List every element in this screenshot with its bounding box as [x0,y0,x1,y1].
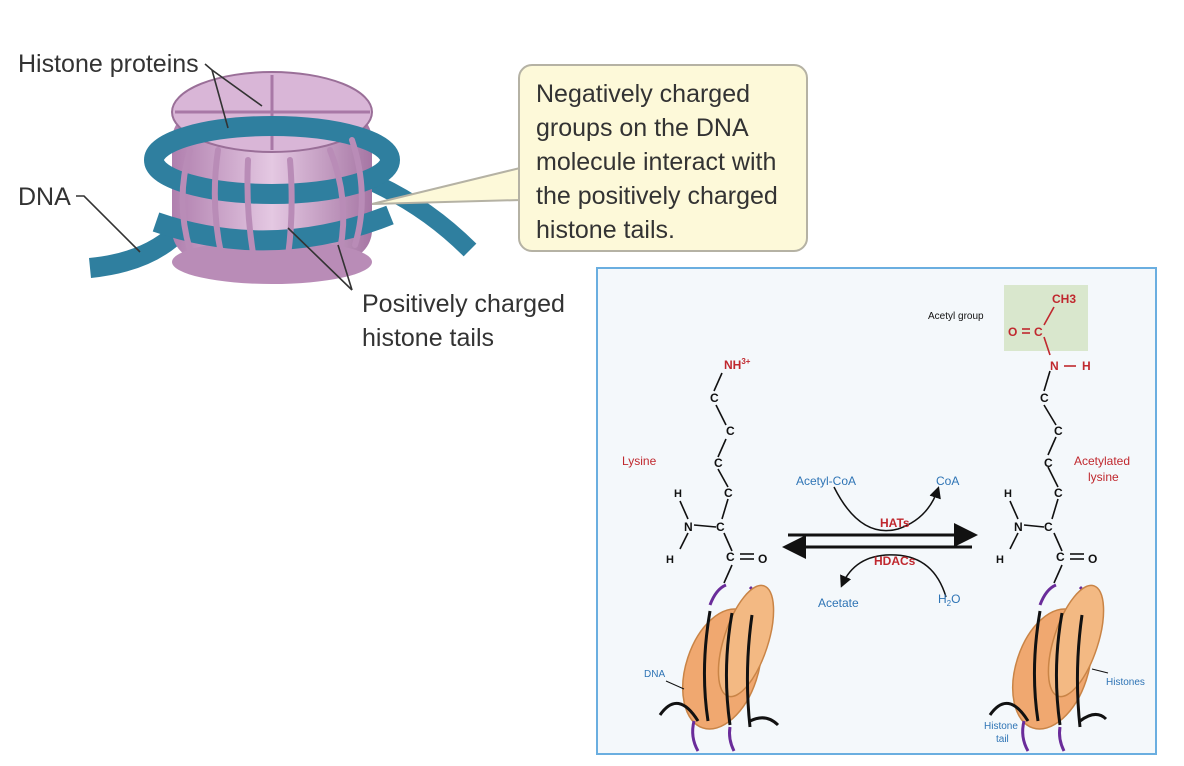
positive-tails-label-line1: Positively charged [362,290,565,318]
acetyl-coa-label: Acetyl-CoA [796,474,856,488]
acetate-label: Acetate [818,596,859,610]
nucleosome-illustration [76,63,521,291]
callout-box: Negatively charged groups on the DNA mol… [518,64,808,252]
carbon-atom: C [716,520,725,534]
oxygen-atom: O [1088,552,1097,566]
ch3-label: CH3 [1052,292,1076,306]
acetyl-coa-curve [833,486,941,532]
carbon-atom: C [726,424,735,438]
carbon-atom: C [726,550,735,564]
coa-label: CoA [936,474,959,488]
oxygen-atom: O [758,552,767,566]
nitrogen-atom: N [684,520,693,534]
carbon-atom: C [1040,391,1049,405]
callout-line: molecule interact with [536,148,777,176]
dna-label: DNA [644,669,665,680]
nh3-label: NH3+ [724,357,751,372]
acetylation-panel: Acetyl group NH3+ C C C C C C N H H O Ly… [596,267,1157,755]
oxygen-atom: O [1008,325,1017,339]
acetylated-lysine-label-line1: Acetylated [1074,454,1130,468]
hdacs-label: HDACs [874,554,916,568]
histone-tails [179,137,365,283]
carbon-atom: C [1044,456,1053,470]
histone-tail-label-line1: Histone [984,721,1018,732]
hydrogen-atom: H [1082,359,1091,373]
lysine-label: Lysine [622,454,657,468]
hydrogen-atom: H [1004,488,1012,500]
histones-leader [1091,668,1109,674]
carbon-atom: C [714,456,723,470]
acetylated-lysine-label-line2: lysine [1088,470,1119,484]
callout-line: histone tails. [536,216,675,244]
water-curve [840,554,947,598]
hydrogen-atom: H [996,554,1004,566]
acetyl-group-box [1004,285,1088,351]
carbon-atom: C [710,391,719,405]
callout-line: the positively charged [536,182,778,210]
histones-label: Histones [1106,677,1145,688]
carbon-atom: C [724,486,733,500]
callout-line: groups on the DNA [536,114,749,142]
histone-proteins-label: Histone proteins [18,50,199,78]
lysine-bonds [679,372,754,584]
leader-lines [76,63,353,291]
carbon-atom: C [1044,520,1053,534]
left-nucleosome [658,583,780,752]
dna-label: DNA [18,183,71,211]
carbon-atom: C [1054,424,1063,438]
hydrogen-atom: H [666,554,674,566]
carbon-atom: C [1034,325,1043,339]
water-label: H2O [938,592,960,608]
dna-leader [665,680,685,690]
hats-label: HATs [880,516,910,530]
positive-tails-label-line2: histone tails [362,324,495,352]
callout-line: Negatively charged [536,80,751,108]
acetylated-lysine-bonds [1009,306,1084,584]
acetyl-group-label: Acetyl group [928,311,984,322]
carbon-atom: C [1054,486,1063,500]
nitrogen-atom: N [1014,520,1023,534]
histone-tail-label-line2: tail [996,734,1009,745]
carbon-atom: C [1056,550,1065,564]
right-nucleosome [988,583,1108,752]
nitrogen-atom: N [1050,359,1059,373]
hydrogen-atom: H [674,488,682,500]
